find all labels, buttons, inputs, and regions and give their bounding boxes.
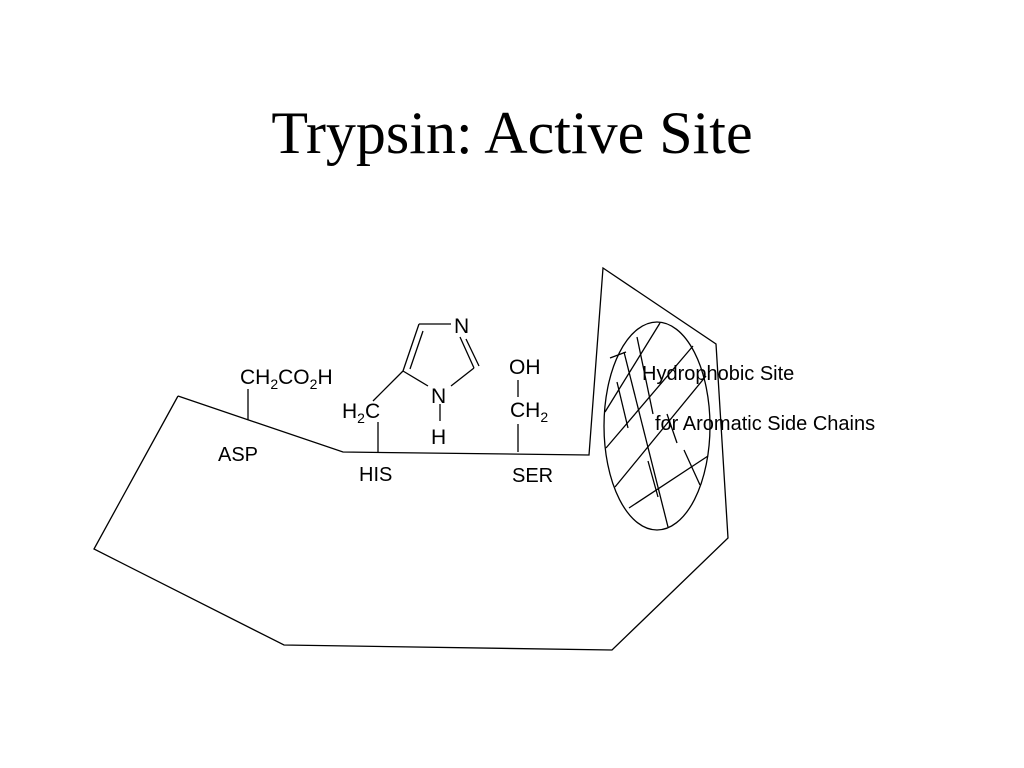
imidazole-h: H <box>431 426 446 449</box>
hydrophobic-pocket <box>603 321 711 531</box>
ser-label: SER <box>512 465 553 487</box>
his-linker-formula: H2C <box>342 400 380 426</box>
imidazole-ring <box>402 323 480 421</box>
pocket-label-line2: for Aromatic Side Chains <box>655 413 875 435</box>
ser-hydroxyl: OH <box>509 356 541 379</box>
imidazole-n-bottom: N <box>431 385 446 408</box>
pocket-label-line1: Hydrophobic Site <box>642 363 794 385</box>
ser-methylene: CH2 <box>510 399 548 425</box>
slide-title: Trypsin: Active Site <box>271 100 753 166</box>
enzyme-outline <box>93 266 729 651</box>
his-linker-bond <box>372 370 404 402</box>
asp-label: ASP <box>218 444 258 466</box>
pocket-hatching <box>604 322 709 528</box>
his-label: HIS <box>359 464 392 486</box>
asp-side-chain-formula: CH2CO2H <box>240 366 333 392</box>
imidazole-n-top: N <box>454 315 469 338</box>
